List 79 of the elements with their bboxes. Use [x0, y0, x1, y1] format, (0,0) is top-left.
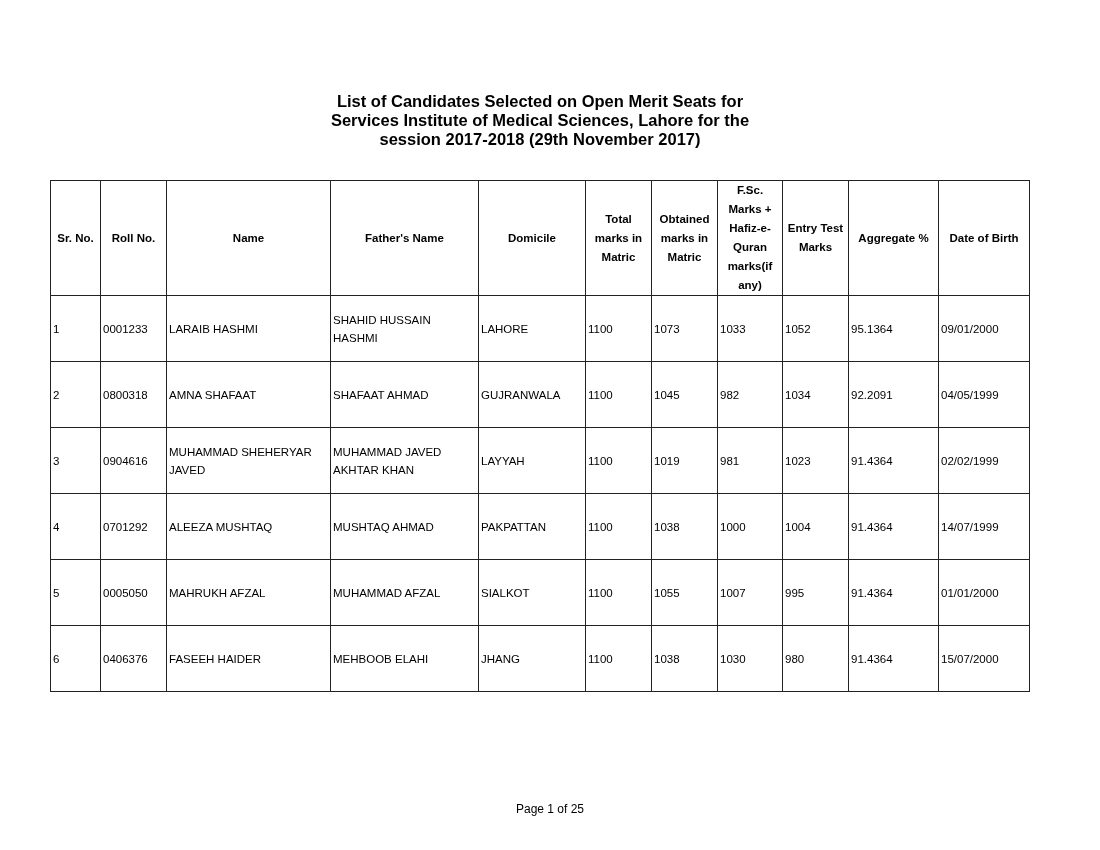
table-cell: 0904616 [100, 427, 167, 494]
table-cell: 1038 [651, 625, 718, 692]
column-header: F.Sc. Marks + Hafiz-e-Quran marks(if any) [717, 180, 783, 296]
table-cell: 1004 [782, 493, 849, 560]
table-cell: 92.2091 [848, 361, 939, 428]
table-cell: 0406376 [100, 625, 167, 692]
table-cell: PAKPATTAN [478, 493, 586, 560]
table-cell: 02/02/1999 [938, 427, 1030, 494]
table-cell: SHAHID HUSSAIN HASHMI [330, 295, 479, 362]
table-cell: 1030 [717, 625, 783, 692]
page-number: Page 1 of 25 [515, 802, 585, 816]
table-cell: 981 [717, 427, 783, 494]
table-cell: 1038 [651, 493, 718, 560]
table-cell: 15/07/2000 [938, 625, 1030, 692]
table-cell: 1100 [585, 625, 652, 692]
table-cell: 4 [50, 493, 101, 560]
table-cell: 91.4364 [848, 559, 939, 626]
table-cell: AMNA SHAFAAT [166, 361, 331, 428]
table-cell: 1033 [717, 295, 783, 362]
table-cell: 5 [50, 559, 101, 626]
table-cell: 09/01/2000 [938, 295, 1030, 362]
table-cell: MAHRUKH AFZAL [166, 559, 331, 626]
column-header: Obtained marks in Matric [651, 180, 718, 296]
table-cell: 14/07/1999 [938, 493, 1030, 560]
table-cell: 0701292 [100, 493, 167, 560]
table-cell: MUHAMMAD SHEHERYAR JAVED [166, 427, 331, 494]
table-cell: 995 [782, 559, 849, 626]
table-cell: 1100 [585, 295, 652, 362]
table-cell: 1100 [585, 361, 652, 428]
table-cell: 95.1364 [848, 295, 939, 362]
table-cell: 01/01/2000 [938, 559, 1030, 626]
table-cell: LAYYAH [478, 427, 586, 494]
column-header: Date of Birth [938, 180, 1030, 296]
table-cell: 1100 [585, 559, 652, 626]
table-cell: 1007 [717, 559, 783, 626]
table-cell: MUHAMMAD JAVED AKHTAR KHAN [330, 427, 479, 494]
column-header: Sr. No. [50, 180, 101, 296]
table-cell: 91.4364 [848, 493, 939, 560]
table-cell: 1100 [585, 427, 652, 494]
table-cell: GUJRANWALA [478, 361, 586, 428]
table-cell: 91.4364 [848, 427, 939, 494]
table-cell: 04/05/1999 [938, 361, 1030, 428]
table-cell: ALEEZA MUSHTAQ [166, 493, 331, 560]
table-cell: 1073 [651, 295, 718, 362]
table-cell: 980 [782, 625, 849, 692]
table-cell: SIALKOT [478, 559, 586, 626]
table-cell: 1019 [651, 427, 718, 494]
table-cell: 1034 [782, 361, 849, 428]
table-cell: 0800318 [100, 361, 167, 428]
table-cell: MEHBOOB ELAHI [330, 625, 479, 692]
table-cell: 1000 [717, 493, 783, 560]
table-cell: JHANG [478, 625, 586, 692]
table-cell: 1100 [585, 493, 652, 560]
page-title: List of Candidates Selected on Open Merit Seats for Services Institute of Medical Sciences, Lahore for the session 2017-2018 (29th November 2017) [329, 92, 751, 149]
table-cell: SHAFAAT AHMAD [330, 361, 479, 428]
table-cell: LARAIB HASHMI [166, 295, 331, 362]
column-header: Entry Test Marks [782, 180, 849, 296]
table-cell: 1055 [651, 559, 718, 626]
table-cell: 982 [717, 361, 783, 428]
table-cell: 0001233 [100, 295, 167, 362]
table-cell: LAHORE [478, 295, 586, 362]
table-cell: 1 [50, 295, 101, 362]
column-header: Roll No. [100, 180, 167, 296]
table-cell: 3 [50, 427, 101, 494]
column-header: Total marks in Matric [585, 180, 652, 296]
table-cell: 2 [50, 361, 101, 428]
column-header: Domicile [478, 180, 586, 296]
table-cell: 1052 [782, 295, 849, 362]
column-header: Name [166, 180, 331, 296]
table-cell: MUSHTAQ AHMAD [330, 493, 479, 560]
table-cell: 6 [50, 625, 101, 692]
table-cell: 1023 [782, 427, 849, 494]
table-cell: 1045 [651, 361, 718, 428]
column-header: Aggregate % [848, 180, 939, 296]
table-cell: 0005050 [100, 559, 167, 626]
table-cell: 91.4364 [848, 625, 939, 692]
column-header: Father's Name [330, 180, 479, 296]
table-cell: FASEEH HAIDER [166, 625, 331, 692]
table-cell: MUHAMMAD AFZAL [330, 559, 479, 626]
